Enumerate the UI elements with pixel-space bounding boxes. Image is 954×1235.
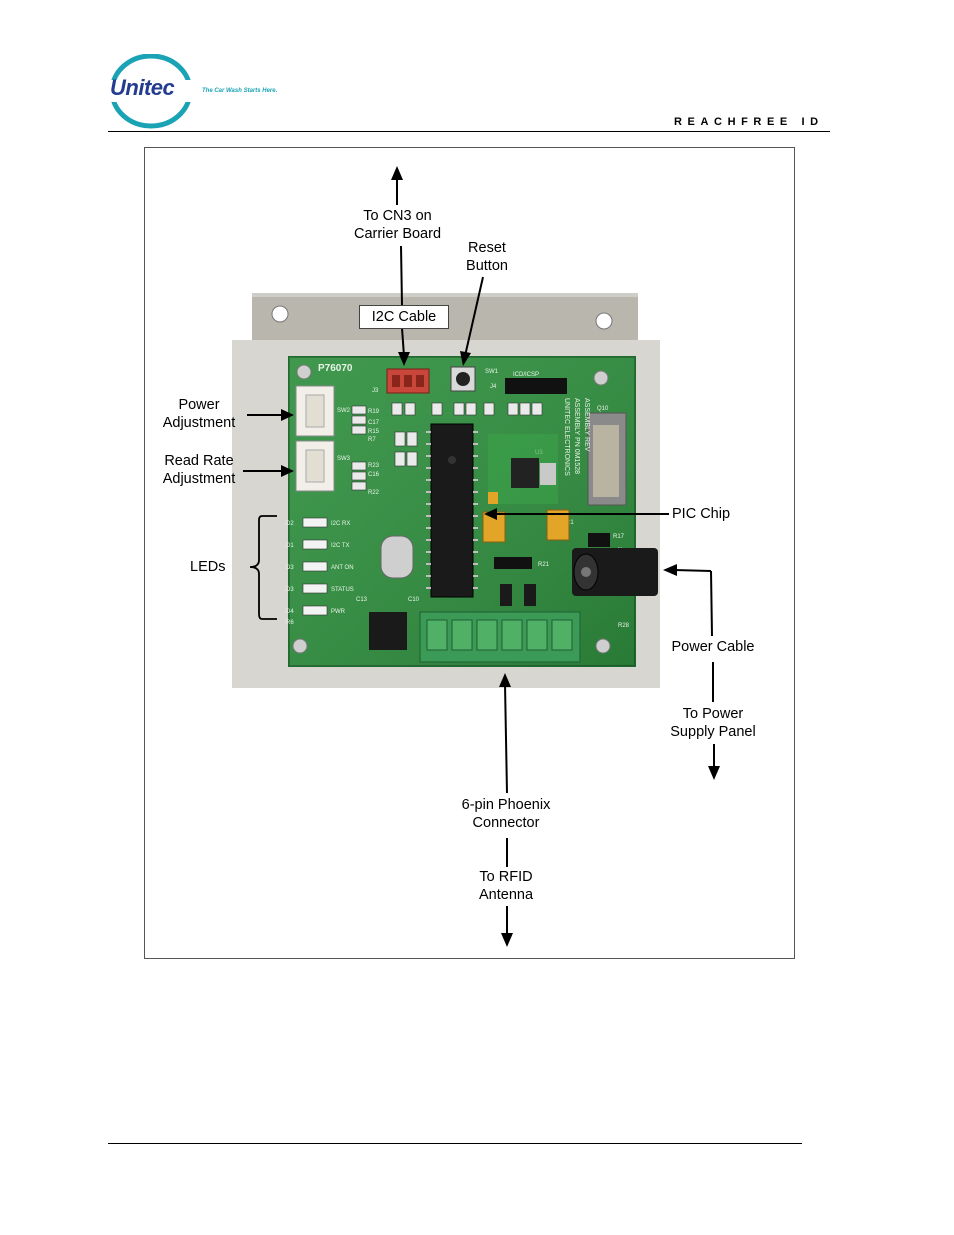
svg-text:R6: R6 — [286, 620, 294, 626]
resistor-row — [351, 402, 543, 491]
svg-text:C10: C10 — [408, 597, 420, 603]
figure-frame — [144, 147, 795, 959]
arrowhead — [281, 465, 294, 477]
logo-wordmark: Unitec — [110, 75, 175, 100]
svg-text:D2: D2 — [286, 521, 294, 527]
svg-text:PWR: PWR — [331, 609, 346, 615]
svg-text:ICD/ICSP: ICD/ICSP — [513, 372, 539, 378]
small-ic — [369, 612, 407, 650]
crystal — [380, 535, 414, 579]
callout-read-rate-adjustment: Read Rate Adjustment — [162, 453, 236, 487]
led-strip — [302, 517, 328, 616]
svg-text:R21: R21 — [538, 562, 550, 568]
svg-text:R22: R22 — [368, 490, 380, 496]
footer-rule — [108, 1143, 802, 1144]
svg-text:J3: J3 — [372, 388, 379, 394]
arrowhead — [499, 673, 511, 687]
callout-leds: LEDs — [190, 559, 226, 575]
arrowhead-up — [391, 166, 403, 180]
callout-power-cable: Power Cable — [671, 639, 755, 655]
svg-text:SW1: SW1 — [485, 369, 499, 375]
svg-text:D1: D1 — [286, 543, 294, 549]
svg-text:C16: C16 — [368, 472, 380, 478]
power-cable-leader-h — [673, 569, 712, 572]
header-rule — [108, 131, 830, 132]
svg-text:D3: D3 — [286, 587, 294, 593]
svg-text:D4: D4 — [286, 609, 294, 615]
callout-i2c-cable: I2C Cable — [359, 305, 449, 329]
phoenix-leader — [504, 683, 508, 794]
power-adjust-pot — [295, 385, 335, 437]
svg-text:R28: R28 — [618, 623, 630, 629]
svg-text:SW3: SW3 — [337, 456, 351, 462]
unitec-logo — [108, 54, 194, 129]
icsp-header — [505, 378, 567, 394]
svg-text:C13: C13 — [356, 597, 368, 603]
svg-text:SW2: SW2 — [337, 408, 351, 414]
screw — [595, 638, 611, 654]
mount-hole-right — [595, 312, 613, 330]
document-title: REACHFREE ID — [674, 116, 824, 128]
callout-phoenix-connector: 6-pin Phoenix Connector — [461, 797, 551, 831]
svg-text:STATUS: STATUS — [331, 587, 354, 593]
arrowhead — [281, 409, 294, 421]
pic-chip — [430, 423, 474, 598]
callout-to-rfid: To RFID Antenna — [478, 869, 534, 903]
screw — [292, 638, 308, 654]
mount-hole-left — [271, 305, 289, 323]
arrowhead — [484, 508, 497, 520]
svg-text:D3: D3 — [286, 565, 294, 571]
callout-power-adjustment: Power Adjustment — [162, 397, 236, 431]
led-brace — [249, 515, 277, 620]
arrowhead-down — [501, 933, 513, 947]
svg-text:R19: R19 — [368, 409, 380, 415]
callout-pic-chip: PIC Chip — [672, 506, 731, 522]
svg-text:C17: C17 — [368, 420, 380, 426]
svg-text:I2C RX: I2C RX — [331, 521, 350, 527]
svg-text:I2C TX: I2C TX — [331, 543, 350, 549]
logo-tagline: The Car Wash Starts Here. — [202, 88, 278, 94]
svg-text:J4: J4 — [490, 384, 497, 390]
svg-text:R15: R15 — [368, 429, 380, 435]
power-cable-leader-v — [710, 570, 713, 637]
read-rate-adjust-pot — [295, 440, 335, 492]
svg-text:UNITEC ELECTRONICS: UNITEC ELECTRONICS — [563, 398, 570, 476]
tantalum-cap — [546, 509, 570, 541]
page-header: Unitec The Car Wash Starts Here. REACHFR… — [0, 0, 954, 135]
screw — [296, 364, 312, 380]
svg-text:ANT ON: ANT ON — [331, 565, 354, 571]
svg-text:R23: R23 — [368, 463, 380, 469]
reset-leader — [464, 276, 484, 357]
part-number: P76070 — [318, 363, 353, 374]
svg-text:C1: C1 — [566, 520, 574, 526]
arrowhead — [663, 564, 677, 576]
svg-text:Q10: Q10 — [597, 406, 609, 412]
callout-reset-button: Reset Button — [466, 240, 508, 274]
svg-text:ASSEMBLY REV: ASSEMBLY REV — [583, 398, 590, 452]
callout-to-power-supply: To Power Supply Panel — [670, 706, 756, 740]
arrowhead — [460, 351, 471, 366]
svg-text:R7: R7 — [368, 437, 376, 443]
callout-to-cn3: To CN3 on Carrier Board — [353, 208, 442, 242]
arrowhead-down — [708, 766, 720, 780]
arrowhead — [398, 352, 410, 366]
svg-text:R17: R17 — [613, 534, 625, 540]
screw — [593, 370, 609, 386]
svg-text:ASSEMBLY PN 0M1528: ASSEMBLY PN 0M1528 — [573, 398, 580, 474]
i2c-leader — [400, 245, 403, 306]
